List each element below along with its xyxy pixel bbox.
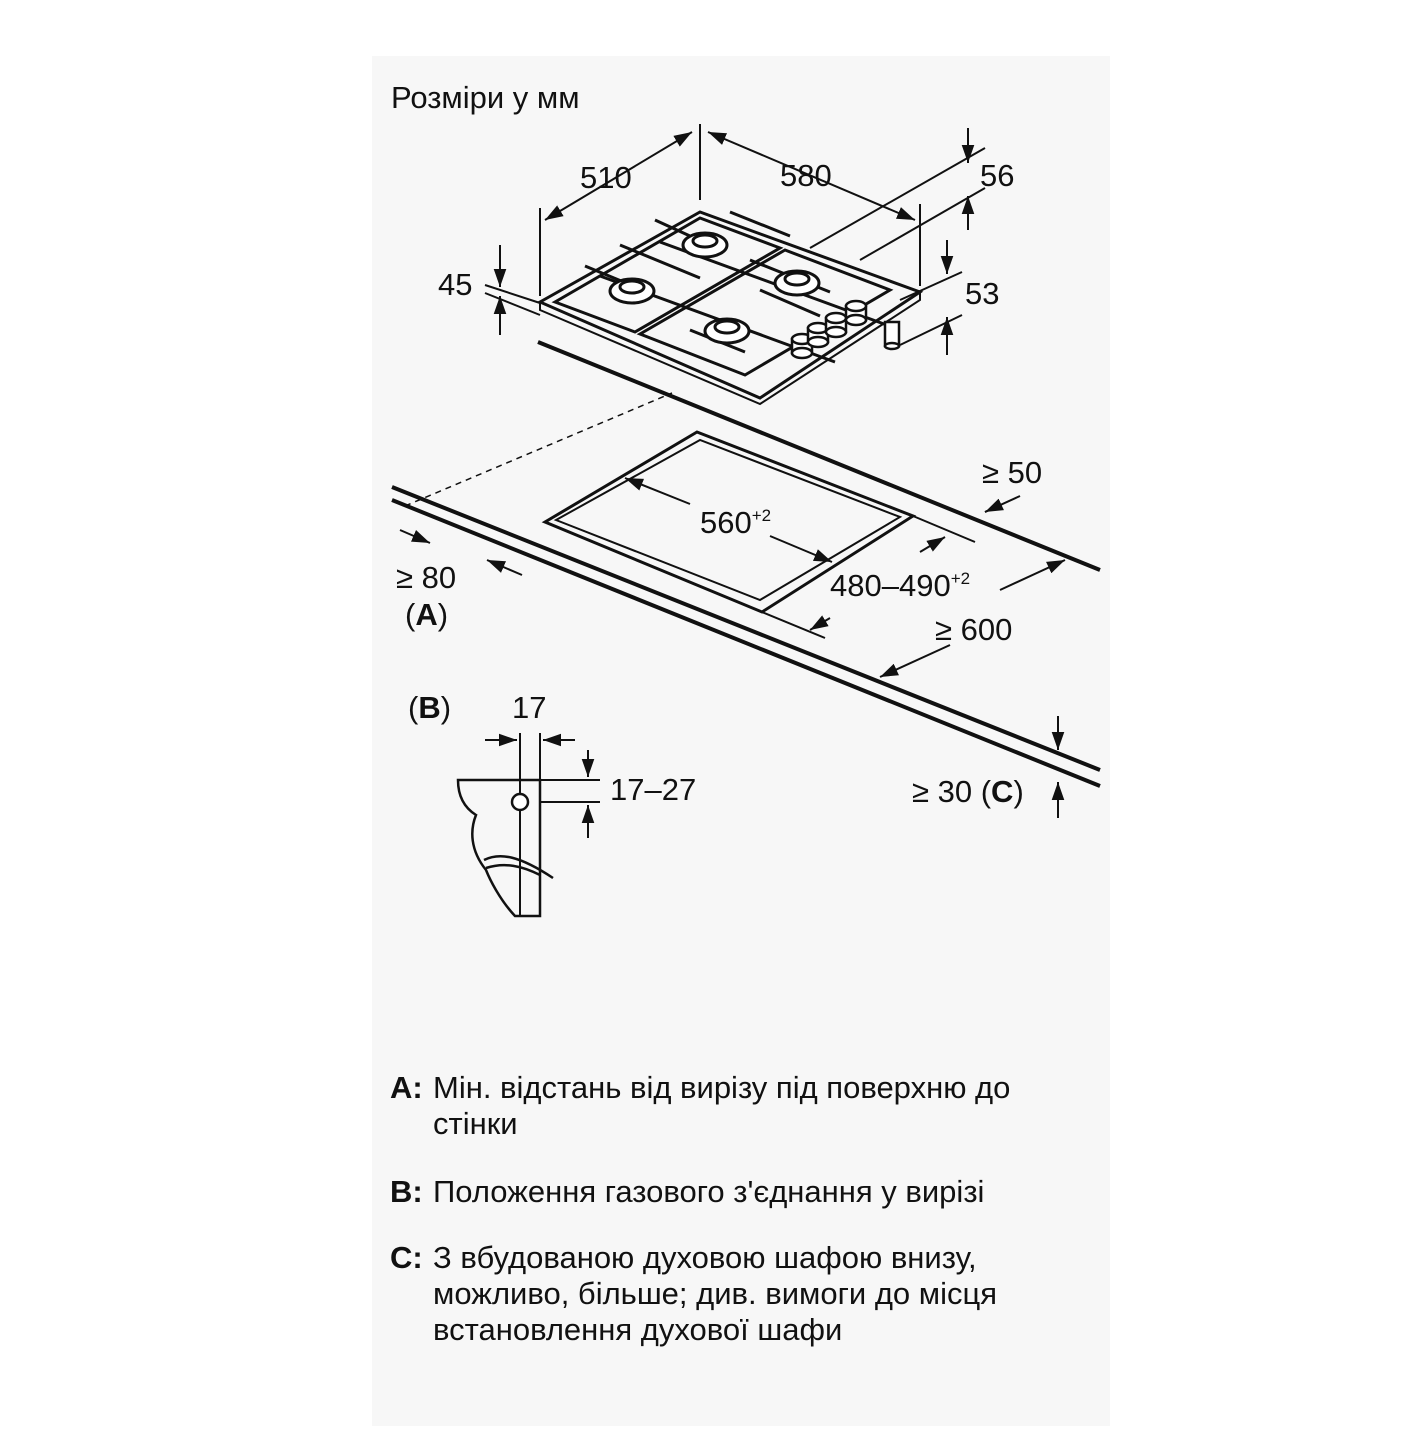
drawing-title: Розміри у мм <box>391 80 580 115</box>
gas-hob <box>536 210 924 406</box>
gas-connector <box>883 320 901 351</box>
dim-80-label: ≥ 80 <box>396 560 456 595</box>
gas-inlet-icon <box>510 792 530 812</box>
dim-560-label: 560+2 <box>700 505 771 540</box>
worktop <box>391 340 1101 788</box>
dim-53-label: 53 <box>965 276 999 311</box>
gas-connection-detail <box>456 733 600 918</box>
dim-50-label: ≥ 50 <box>982 455 1042 490</box>
legend-text-a: Мін. відстань від вирізу під поверхню до… <box>433 1070 1011 1141</box>
dim-510-label: 510 <box>580 160 632 195</box>
cutout-dimensions <box>399 477 1066 818</box>
legend-key-c: C: <box>390 1240 423 1275</box>
dim-580-label: 580 <box>780 158 832 193</box>
control-knobs <box>790 299 868 360</box>
marker-b: (B) <box>408 690 451 725</box>
dim-45-label: 45 <box>438 267 472 302</box>
legend-key-b: B: <box>390 1174 423 1209</box>
dim-17-label: 17 <box>512 690 546 725</box>
legend-text-c: З вбудованою духовою шафою внизу, можлив… <box>433 1240 998 1347</box>
installation-dimension-drawing: Розміри у мм <box>391 80 1101 918</box>
dim-56-label: 56 <box>980 158 1014 193</box>
legend-text-b: Положення газового з'єднання у вирізі <box>433 1174 985 1209</box>
burners <box>608 231 821 345</box>
dim-600-label: ≥ 600 <box>935 612 1012 647</box>
marker-a: (A) <box>405 597 448 632</box>
dim-17-27-label: 17–27 <box>610 772 696 807</box>
dim-480-490-label: 480–490+2 <box>830 568 970 603</box>
dim-30-label: ≥ 30 (C) <box>912 774 1024 809</box>
hob-dimensions <box>484 124 986 355</box>
legend-key-a: A: <box>390 1070 423 1105</box>
